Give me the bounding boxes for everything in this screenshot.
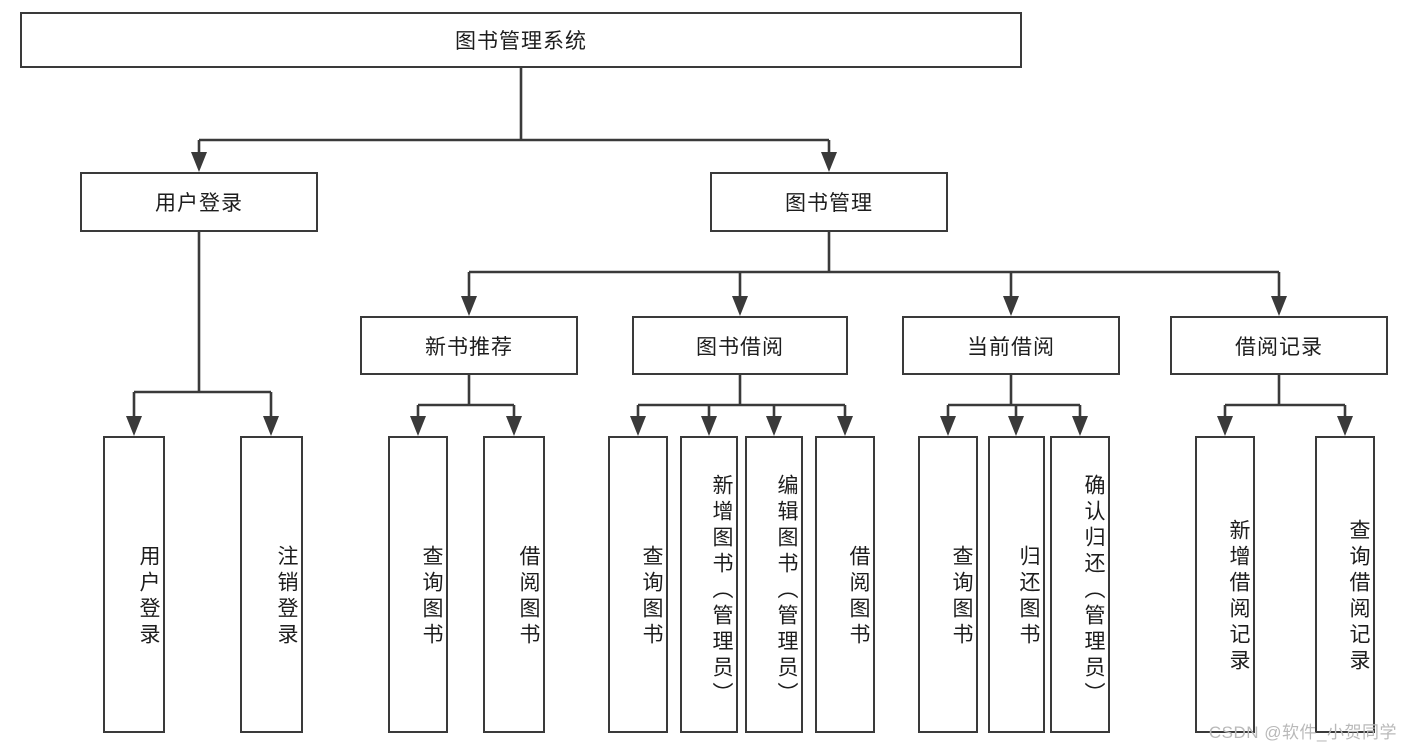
leaf-borrow-book[interactable]: 借阅图书	[815, 436, 875, 733]
node-label: 编辑图书（管理员）	[775, 473, 798, 708]
node-label: 当前借阅	[967, 335, 1055, 359]
node-label: 用户登录	[137, 544, 160, 649]
node-label: 查询图书	[950, 544, 973, 649]
node-user-login[interactable]: 用户登录	[80, 172, 318, 232]
node-book-management[interactable]: 图书管理	[710, 172, 948, 232]
leaf-query-book-current[interactable]: 查询图书	[918, 436, 978, 733]
node-label: 注销登录	[275, 544, 298, 649]
node-label: 图书借阅	[696, 335, 784, 359]
node-label: 用户登录	[155, 192, 243, 215]
node-borrow-record[interactable]: 借阅记录	[1170, 316, 1388, 375]
node-new-book-recommend[interactable]: 新书推荐	[360, 316, 578, 375]
node-label: 查询图书	[420, 544, 443, 649]
leaf-return-book[interactable]: 归还图书	[988, 436, 1045, 733]
node-label: 新书推荐	[425, 335, 513, 359]
node-label: 查询借阅记录	[1347, 518, 1370, 675]
node-label: 查询图书	[640, 544, 663, 649]
node-label: 新增图书（管理员）	[710, 473, 733, 708]
node-book-borrow[interactable]: 图书借阅	[632, 316, 848, 375]
node-label: 图书管理	[785, 192, 873, 215]
leaf-query-borrow-record[interactable]: 查询借阅记录	[1315, 436, 1375, 733]
node-label: 借阅图书	[517, 544, 540, 649]
node-root[interactable]: 图书管理系统	[20, 12, 1022, 68]
watermark: CSDN @软件_小贺同学	[1208, 723, 1397, 742]
leaf-add-book-admin[interactable]: 新增图书（管理员）	[680, 436, 738, 733]
leaf-query-book-borrow[interactable]: 查询图书	[608, 436, 668, 733]
node-label: 确认归还（管理员）	[1082, 473, 1105, 708]
leaf-borrow-book-recommend[interactable]: 借阅图书	[483, 436, 545, 733]
node-label: 图书管理系统	[455, 30, 587, 53]
leaf-confirm-return-admin[interactable]: 确认归还（管理员）	[1050, 436, 1110, 733]
node-label: 借阅记录	[1235, 335, 1323, 359]
leaf-logout[interactable]: 注销登录	[240, 436, 303, 733]
node-current-borrow[interactable]: 当前借阅	[902, 316, 1120, 375]
node-label: 借阅图书	[847, 544, 870, 649]
node-label: 归还图书	[1017, 544, 1040, 649]
leaf-add-borrow-record[interactable]: 新增借阅记录	[1195, 436, 1255, 733]
leaf-edit-book-admin[interactable]: 编辑图书（管理员）	[745, 436, 803, 733]
leaf-query-book-recommend[interactable]: 查询图书	[388, 436, 448, 733]
leaf-user-login[interactable]: 用户登录	[103, 436, 165, 733]
node-label: 新增借阅记录	[1227, 518, 1250, 675]
